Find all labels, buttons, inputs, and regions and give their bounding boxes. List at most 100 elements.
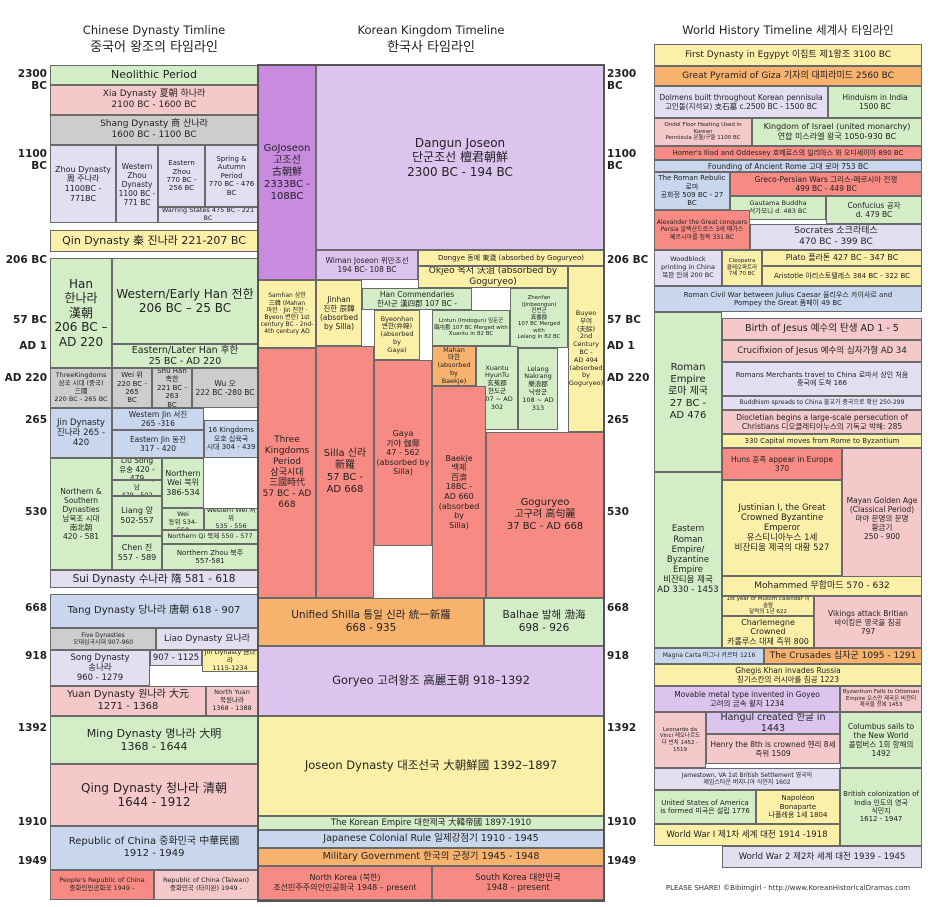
chinese-period-box: 16 Kingdoms 오호 십육국 시대 304 - 439 — [204, 420, 258, 458]
world-event-box-label: Leonardo da Vinci 레오나르도 다 빈치 1452 - 1519 — [659, 726, 701, 753]
world-event-box: Napoléon Bonaparte 나폴레옹 1세 1804 — [756, 790, 840, 824]
chinese-period-box: People's Republic of China 중화인민공화국 1949 … — [50, 870, 154, 900]
world-event-box: Jamestown, VA 1st British Settlement 영국의… — [654, 768, 840, 790]
korean-period-box: Mahan 마한 (absorbed by Baekje) — [432, 346, 476, 386]
world-event-box-label: Birth of Jesus 예수의 탄생 AD 1 - 5 — [745, 323, 899, 335]
world-event-box-label: Movable metal type invented in Goyeo 고려의… — [674, 690, 820, 708]
chinese-period-box-label: Xia Dynasty 夏朝 하나라 2100 BC - 1600 BC — [102, 89, 206, 110]
year-label: 2300 BC — [607, 68, 637, 92]
korean-period-box: Dongye 동예 東濊 (absorbed by Goguryeo) — [418, 250, 604, 266]
korean-period-box-label: Joseon Dynasty 대조선국 大朝鮮國 1392–1897 — [304, 758, 558, 773]
world-event-box-label: Magna Carta 마그나 카르타 1216 — [662, 652, 756, 660]
chinese-period-box: Yuan Dynasty 원나라 大元 1271 - 1368 — [50, 686, 206, 716]
world-event-box-label: Justinian I, the Great Crowned Byzantine… — [734, 502, 830, 554]
korean-period-box: Okjeo 옥저 沃沮 (absorbed by Goguryeo) — [418, 266, 568, 288]
chinese-period-box: Republic of China 중화민국 中華民國 1912 - 1949 — [50, 826, 258, 870]
korean-period-box-label: Baekje 백제 百濟 18BC - AD 660 (absorbed by … — [438, 453, 480, 530]
chinese-period-box: Tang Dynasty 당나라 唐朝 618 - 907 — [50, 594, 258, 628]
chinese-period-box: Western/Early Han 전한 206 BC – 25 BC — [112, 258, 258, 344]
chinese-period-box-label: Republic of China (Taiwan) 중화민국 (타이완) 19… — [163, 876, 249, 892]
korean-period-box: Baekje 백제 百濟 18BC - AD 660 (absorbed by … — [432, 386, 486, 598]
world-event-box-label: Roman Empire 로마 제국 27 BC - AD 476 — [668, 362, 708, 421]
world-event-box: Byzantium Falls to Ottoman Empire 오스만 제국… — [840, 686, 922, 712]
korean-period-box-label: Buyeo 부여 (夫餘) 2nd Century BC - AD 494 (a… — [568, 309, 604, 388]
world-event-box-label: Roman Civil War between Julius Caesar 율리… — [683, 290, 893, 307]
world-event-box-label: Cleopatra 클레오파트라 7세 70 BC — [726, 258, 758, 278]
world-event-box: Columbus sails to the New World 콜럼버스 1회 … — [840, 712, 922, 768]
world-event-box: Crucifixion of Jesus 예수의 십자가형 AD 34 — [722, 340, 922, 362]
korean-period-box-label: Goryeo 고려왕조 高麗王朝 918–1392 — [332, 673, 530, 688]
korean-period-box: Han Commendaries 한사군 漢四郡 107 BC - — [362, 288, 472, 310]
world-event-box-label: The Roman Rebulic 로마 공화정 509 BC - 27 BC — [658, 174, 726, 208]
world-event-box: Founding of Ancient Rome 고대 로마 753 BC — [654, 160, 922, 172]
chinese-period-box: Zhou Dynasty 周 주나라 1100BC - 771BC — [50, 145, 116, 223]
chinese-period-box-label: Song Dynasty 송나라 960 - 1279 — [70, 652, 130, 684]
world-event-box-label: First Dynasty in Egypyt 이집트 제1왕조 3100 BC — [684, 49, 892, 60]
korean-period-box-label: Lelang Nakrang 樂浪郡 낙랑군 108 ~ AD 313 — [522, 364, 554, 412]
korean-period-box-label: Goguryeo 고구려 高句麗 37 BC - AD 668 — [506, 497, 584, 532]
korean-period-box-label: Okjeo 옥저 沃沮 (absorbed by Goguryeo) — [428, 266, 558, 287]
world-event-box-label: British colonization of India 인도의 영국 식민지… — [843, 790, 919, 824]
korean-period-box-label: Jinhan 진한 辰韓 (absorbed by Silla) — [320, 295, 358, 331]
chinese-period-box-label: Western Zhou Dynasty 1100 BC - 771 BC — [118, 161, 156, 207]
korean-period-box-label: Samhan 삼한 三韓 (Mahan 마한 · Jin 진한 · Byeon … — [260, 292, 314, 336]
world-event-box-label: Byzantium Falls to Ottoman Empire 오스만 제국… — [842, 689, 920, 709]
chinese-period-box-label: Eastern/Later Han 후한 25 BC - AD 220 — [131, 344, 239, 367]
korean-period-box: Samhan 삼한 三韓 (Mahan 마한 · Jin 진한 · Byeon … — [258, 280, 316, 348]
year-label: 1100 BC — [607, 148, 637, 172]
header-world: World History Timeline 세계사 타임라인 — [654, 22, 922, 39]
chinese-period-box: Eastern Wei 동위 534-550 — [162, 508, 204, 530]
chinese-period-box: Liu Song 유송 420 - 479 — [112, 458, 162, 480]
korean-period-box: Dangun Joseon 단군조선 檀君朝鮮 2300 BC - 194 BC — [316, 65, 604, 250]
chinese-period-box-label: Wu 오 222 BC -280 BC — [195, 379, 255, 397]
world-event-box: World War 2 제2차 세계 대전 1939 - 1945 — [722, 846, 922, 868]
chinese-period-box: Northern Qi 북제 550 - 577 — [162, 530, 258, 544]
world-event-box-label: World War I 제1차 세계 대전 1914 -1918 — [666, 829, 828, 840]
chinese-period-box-label: Warring States 475 BC - 221 BC — [161, 207, 255, 222]
year-label: AD 1 — [19, 340, 47, 352]
korean-period-box: Byeonhan 변한(弁韓) (absorbed by Gaya) — [374, 310, 420, 360]
world-event-box: Romans Merchants travel to China 로마서 상인 … — [722, 362, 922, 396]
world-event-box-label: Great Pyramid of Giza 기자의 대피라미드 2560 BC — [682, 70, 894, 81]
chinese-period-box-label: Republic of China 중화민국 中華民國 1912 - 1949 — [68, 836, 240, 859]
year-label: 918 — [607, 650, 629, 662]
korean-period-box-label: The Korean Empire 대한제국 大韓帝國 1897-1910 — [330, 817, 532, 828]
world-event-box: Mohammed 무함마드 570 - 632 — [722, 576, 922, 596]
chinese-period-box: Eastern Jin 동진 317 - 420 — [112, 430, 204, 458]
world-event-box-label: Alexander the Great conquers Persia 알렉산드… — [656, 219, 748, 241]
world-event-box-label: Mohammed 무함마드 570 - 632 — [754, 580, 890, 591]
chinese-period-box-label: Yuan Dynasty 원나라 大元 1271 - 1368 — [66, 689, 190, 712]
world-event-box: Charlemegne Crowned 카롤루스 대제 즉위 800 — [722, 616, 814, 648]
chinese-period-box: 907 - 1125 — [150, 650, 202, 666]
chinese-period-box-label: Ming Dynasty 명나라 大明 1368 - 1644 — [86, 726, 222, 753]
chinese-period-box: Sui Dynasty 수나라 隋 581 - 618 — [50, 570, 258, 588]
chinese-period-box-label: Northern Qi 북제 550 - 577 — [167, 532, 253, 541]
footer-credit: PLEASE SHARE! ©Bibimgirl - http://www.Ko… — [665, 884, 911, 892]
korean-period-box-label: Japanese Colonial Rule 일제강점기 1910 - 1945 — [323, 833, 539, 845]
chinese-period-box-label: Han 한나라 漢朝 206 BC – AD 220 — [54, 277, 108, 349]
world-event-box: Justinian I, the Great Crowned Byzantine… — [722, 480, 842, 576]
world-event-box-label: Charlemegne Crowned 카롤루스 대제 즉위 800 — [727, 617, 809, 646]
year-label: 1392 — [17, 722, 47, 734]
world-event-box: Roman Empire 로마 제국 27 BC - AD 476 — [654, 312, 722, 472]
korean-period-box: Gaya 가야 伽倻 47 - 562 (absorbed by Silla) — [374, 360, 432, 546]
world-event-box-label: Crucifixion of Jesus 예수의 십자가형 AD 34 — [737, 345, 907, 356]
world-event-box: Hangul created 한글 in 1443 — [706, 712, 840, 734]
header-korean-ko: 한국사 타임라인 — [387, 40, 475, 55]
korean-period-box: Jinhan 진한 辰韓 (absorbed by Silla) — [316, 280, 362, 346]
world-event-box-label: Eastern Roman Empire/ Byzantine Empire 비… — [657, 524, 719, 596]
chinese-period-box-label: Liao Dynasty 요나라 — [163, 633, 251, 644]
korean-period-box: Goguryeo 고구려 高句麗 37 BC - AD 668 — [486, 432, 604, 598]
world-event-box: Vikings attack Britian 바이킹은 영국을 침공 797 — [814, 596, 922, 648]
world-event-box: Greco-Persian Wars 그리스-페르시아 전쟁 499 BC - … — [730, 172, 922, 196]
world-event-box: Eastern Roman Empire/ Byzantine Empire 비… — [654, 472, 722, 648]
year-label: 918 — [25, 650, 47, 662]
chinese-period-box-label: Shu Han 촉한 221 BC - 263 BC — [157, 368, 187, 408]
chinese-period-box: Liao Dynasty 요나라 — [156, 628, 258, 650]
chinese-period-box-label: North Yuan 북원나라 1368 - 1388 — [212, 688, 252, 712]
world-event-box: Confucius 공자 d. 479 BC — [826, 196, 922, 224]
world-event-box-label: Gautama Buddha 석가모니 d. 483 BC — [749, 199, 807, 215]
chinese-period-box: Western Zhou Dynasty 1100 BC - 771 BC — [116, 145, 158, 223]
korean-period-box-label: Lintun (Imdogun) 임둔군 臨屯郡 107 BC Merged w… — [434, 318, 508, 338]
year-label: 1392 — [607, 722, 637, 734]
